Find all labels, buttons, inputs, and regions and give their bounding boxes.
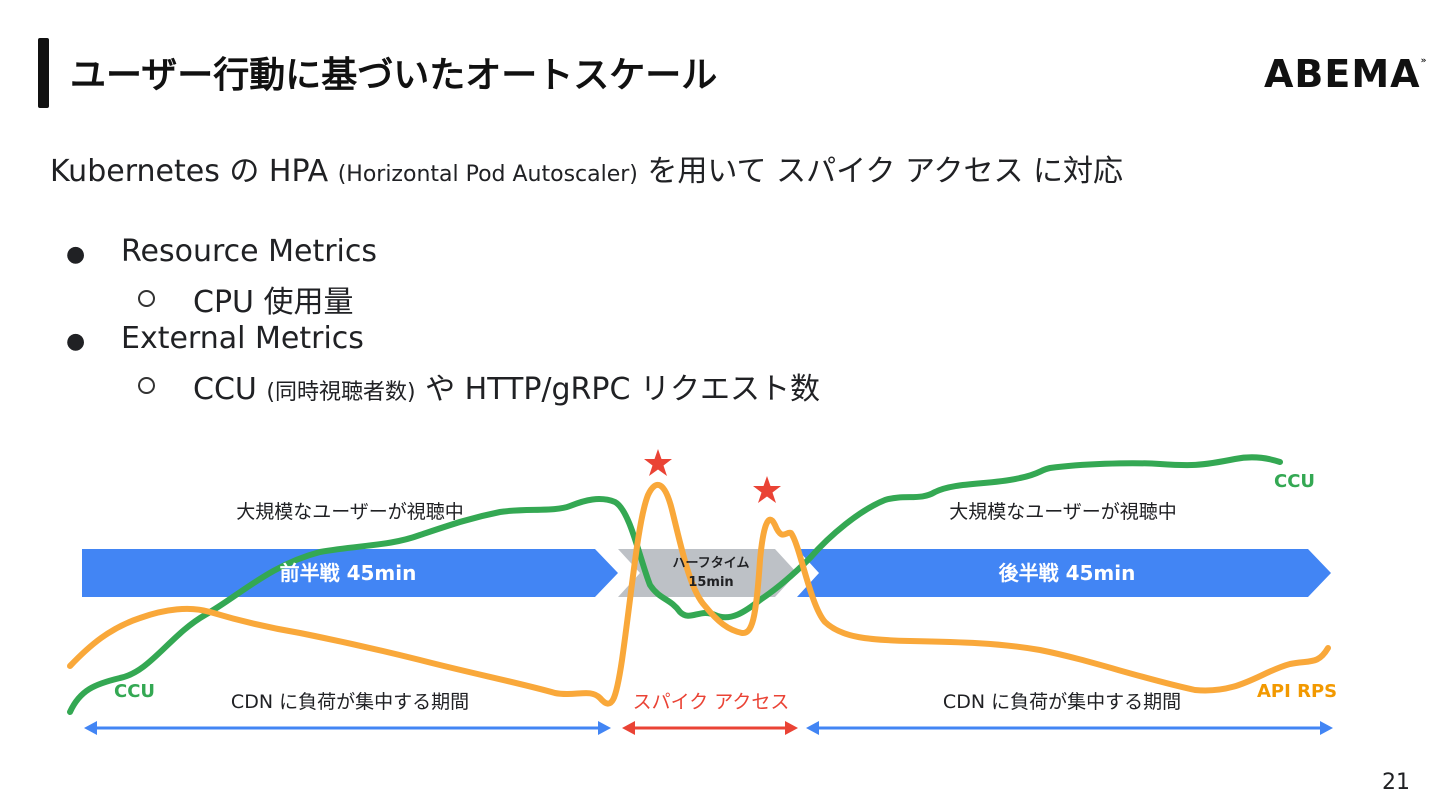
viewing-label-right: 大規模なユーザーが視聴中 [949, 501, 1177, 523]
slide-title: ユーザー行動に基づいたオートスケール [70, 55, 718, 96]
second-half-chevron [797, 549, 1331, 597]
spike-star-icon [753, 476, 781, 503]
title-accent-bar [38, 38, 49, 108]
sub-bullet-circle-icon [138, 377, 155, 394]
sub-bullet-circle-icon [138, 290, 155, 307]
spike-access-label: スパイク アクセス [633, 691, 790, 713]
first-half-arrow [82, 549, 618, 597]
bullet-external-metrics: External Metrics [121, 321, 364, 356]
ccu-label-right: CCU [1274, 471, 1315, 492]
bullet-dot-icon: ● [66, 242, 86, 267]
ccu-label-left: CCU [114, 681, 155, 702]
api-rps-line [67, 481, 1331, 707]
ccu-line [67, 454, 1283, 715]
cdn-period-right-double-arrow [806, 721, 1333, 735]
spike-period-double-arrow [622, 721, 798, 735]
spike-star-icon [644, 449, 672, 476]
page-number: 21 [1382, 770, 1410, 795]
api-rps-label: API RPS [1257, 681, 1337, 702]
halftime-label: ハーフタイム [673, 556, 750, 571]
sub-bullet-cpu: CPU 使用量 [193, 285, 354, 320]
first-half-label: 前半戦 45min [280, 561, 417, 585]
cdn-period-right-label: CDN に負荷が集中する期間 [943, 691, 1181, 713]
cdn-period-left-double-arrow [84, 721, 611, 735]
subtitle: Kubernetes の HPA (Horizontal Pod Autosca… [50, 154, 1124, 189]
halftime-chevron [618, 549, 797, 597]
second-half-label: 後半戦 45min [999, 561, 1136, 585]
bullet-dot-icon: ● [66, 329, 86, 354]
sub-bullet-ccu: CCU (同時視聴者数) や HTTP/gRPC リクエスト数 [193, 372, 820, 407]
cdn-period-left-label: CDN に負荷が集中する期間 [231, 691, 469, 713]
bullet-resource-metrics: Resource Metrics [121, 234, 378, 269]
halftime-duration: 15min [688, 575, 733, 590]
abema-logo: ABEMA» [1264, 52, 1428, 96]
logo-mark-icon: » [1420, 56, 1428, 66]
viewing-label-left: 大規模なユーザーが視聴中 [236, 501, 464, 523]
